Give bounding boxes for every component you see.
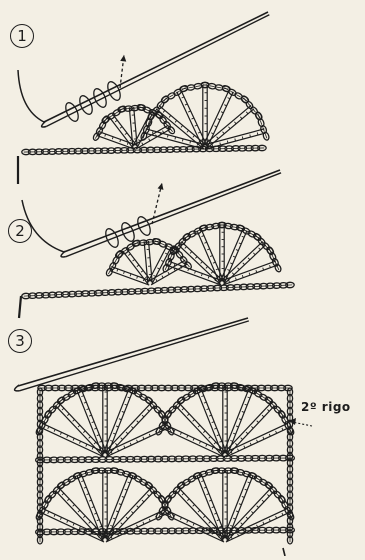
step-number-3: 3 [8, 329, 32, 353]
step-1-illustration [18, 12, 270, 184]
step-number-3-label: 3 [15, 334, 25, 349]
step-number-2-label: 2 [15, 224, 25, 239]
row-label: 2º rigo [301, 400, 351, 414]
step-2-illustration [19, 170, 294, 318]
step-3-illustration [15, 318, 295, 556]
step-number-2: 2 [8, 219, 32, 243]
step-number-1: 1 [10, 24, 34, 48]
step-number-1-label: 1 [17, 29, 27, 44]
